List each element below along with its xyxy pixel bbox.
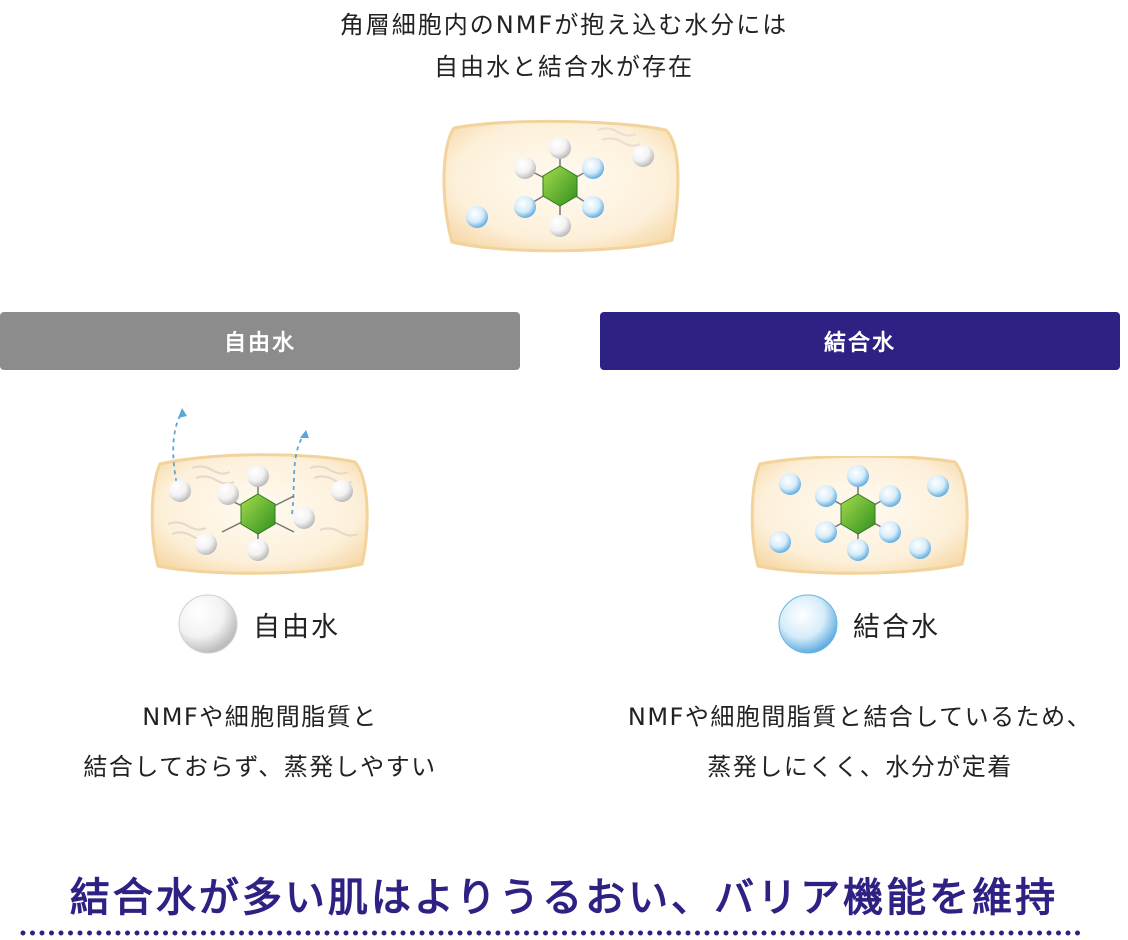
free-water-molecule bbox=[293, 507, 315, 529]
intro-line-2: 自由水と結合水が存在 bbox=[434, 53, 694, 81]
bound-water-header: 結合水 bbox=[600, 312, 1120, 370]
bound-water-molecule bbox=[909, 537, 931, 559]
top-cell-diagram bbox=[442, 119, 680, 253]
bound-water-legend-label: 結合水 bbox=[853, 611, 940, 643]
free-water-molecule bbox=[217, 483, 239, 505]
nmf-molecule bbox=[840, 493, 876, 535]
intro-text: 角層細胞内のNMFが抱え込む水分には 自由水と結合水が存在 bbox=[0, 4, 1128, 88]
free-water-molecule bbox=[247, 465, 269, 487]
bound-water-molecule bbox=[466, 206, 488, 228]
bound-water-bubble-icon bbox=[778, 594, 838, 654]
free-water-desc-line-2: 結合しておらず、蒸発しやすい bbox=[83, 753, 437, 781]
free-water-molecule bbox=[169, 480, 191, 502]
free-water-desc-line-1: NMFや細胞間脂質と bbox=[142, 703, 378, 731]
bound-water-molecule bbox=[879, 485, 901, 507]
intro-line-1: 角層細胞内のNMFが抱え込む水分には bbox=[339, 11, 789, 39]
free-water-molecule bbox=[195, 533, 217, 555]
free-water-molecule bbox=[549, 137, 571, 159]
free-water-legend: 自由水 bbox=[177, 590, 340, 658]
bound-water-molecule bbox=[582, 196, 604, 218]
free-water-molecule bbox=[549, 215, 571, 237]
free-water-molecule bbox=[632, 145, 654, 167]
free-water-header: 自由水 bbox=[0, 312, 520, 370]
bound-water-molecule bbox=[847, 539, 869, 561]
bound-water-molecule bbox=[779, 473, 801, 495]
bound-water-molecule bbox=[582, 157, 604, 179]
bound-water-desc-line-1: NMFや細胞間脂質と結合しているため、 bbox=[627, 703, 1093, 731]
motion-lines bbox=[597, 127, 641, 147]
bound-water-molecule bbox=[879, 521, 901, 543]
bound-water-molecule bbox=[927, 475, 949, 497]
free-water-description: NMFや細胞間脂質と 結合しておらず、蒸発しやすい bbox=[0, 692, 540, 792]
conclusion-text: 結合水が多い肌はよりうるおい、バリア機能を維持 bbox=[69, 875, 1059, 921]
free-water-cell-diagram bbox=[150, 408, 369, 575]
dotted-underline bbox=[20, 930, 1088, 936]
free-water-molecule bbox=[331, 480, 353, 502]
bound-water-legend: 結合水 bbox=[777, 590, 940, 658]
bound-water-molecule bbox=[815, 521, 837, 543]
free-water-molecule bbox=[514, 157, 536, 179]
bound-water-description: NMFや細胞間脂質と結合しているため、 蒸発しにくく、水分が定着 bbox=[580, 692, 1128, 792]
free-water-legend-label: 自由水 bbox=[253, 611, 340, 643]
arrow-head-icon bbox=[178, 408, 187, 418]
free-water-bubble-icon bbox=[178, 594, 238, 654]
bound-water-desc-line-2: 蒸発しにくく、水分が定着 bbox=[707, 753, 1013, 781]
arrow-head-icon bbox=[300, 430, 309, 438]
free-water-molecule bbox=[247, 539, 269, 561]
nmf-molecule bbox=[240, 493, 276, 535]
bound-water-molecule bbox=[514, 196, 536, 218]
bound-water-molecule bbox=[847, 465, 869, 487]
nmf-molecule bbox=[542, 165, 578, 207]
bound-water-cell-diagram bbox=[750, 456, 969, 575]
bound-water-molecule bbox=[815, 485, 837, 507]
bound-water-molecule bbox=[769, 531, 791, 553]
